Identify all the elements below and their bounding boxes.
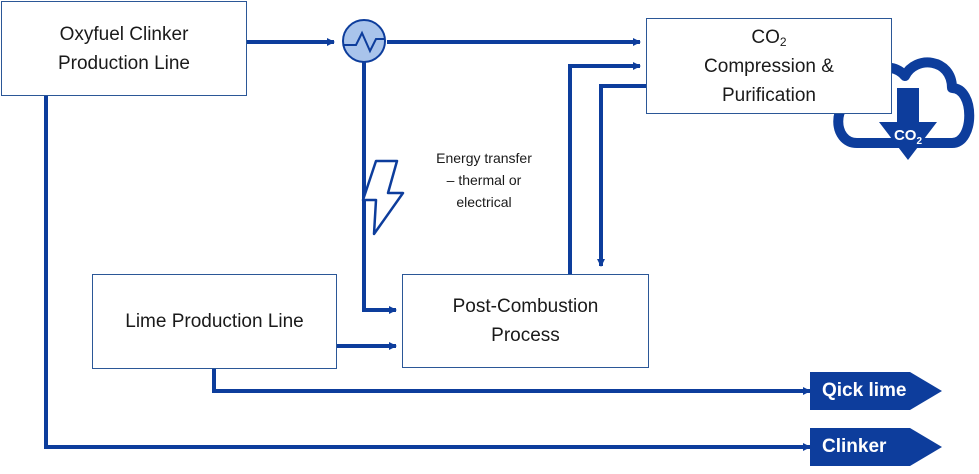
- flow-exchanger-to-postcombustion: [362, 62, 397, 314]
- oxyfuel-clinker-box: Oxyfuel Clinker Production Line: [1, 1, 247, 96]
- postcomb-line2: Process: [491, 325, 560, 346]
- energy-note-line2: – thermal or: [446, 172, 522, 188]
- clinker-output-shape: [810, 428, 942, 466]
- flow-oxyfuel-to-clinker: [44, 95, 811, 451]
- co2-text: CO: [751, 26, 780, 48]
- heat-exchanger-icon: [342, 19, 386, 63]
- co2-subscript: 2: [779, 34, 787, 49]
- svg-text:CO2: CO2: [894, 127, 923, 147]
- post-combustion-box: Post-Combustion Process: [402, 274, 649, 368]
- clinker-output-label: Clinker: [822, 436, 887, 457]
- postcomb-line1: Post-Combustion: [452, 296, 599, 317]
- cloud-co2-label: CO: [894, 127, 917, 144]
- quicklime-output-shape: [810, 372, 942, 410]
- flow-lime-to-quicklime: [212, 368, 811, 395]
- flow-co2-to-postcombustion: [597, 84, 646, 267]
- lightning-icon: [361, 159, 405, 236]
- energy-note-line1: Energy transfer: [436, 150, 532, 166]
- oxyfuel-line2: Production Line: [57, 52, 191, 74]
- co2-line2: Compression &: [704, 55, 834, 77]
- oxyfuel-line1: Oxyfuel Clinker: [59, 23, 189, 45]
- co2-line1: CO2: [704, 23, 834, 52]
- co2-compression-box: CO2 Compression & Purification: [646, 18, 892, 114]
- co2-line3: Purification: [721, 84, 816, 106]
- energy-note-line3: electrical: [456, 194, 512, 210]
- quicklime-output-label: Qick lime: [822, 380, 907, 401]
- cloud-co2-subscript: 2: [916, 136, 922, 147]
- flow-postcombustion-to-co2: [568, 62, 641, 274]
- lime-label: Lime Production Line: [125, 311, 304, 332]
- lime-production-box: Lime Production Line: [92, 274, 337, 369]
- energy-transfer-note: Energy transfer – thermal or electrical: [418, 147, 550, 213]
